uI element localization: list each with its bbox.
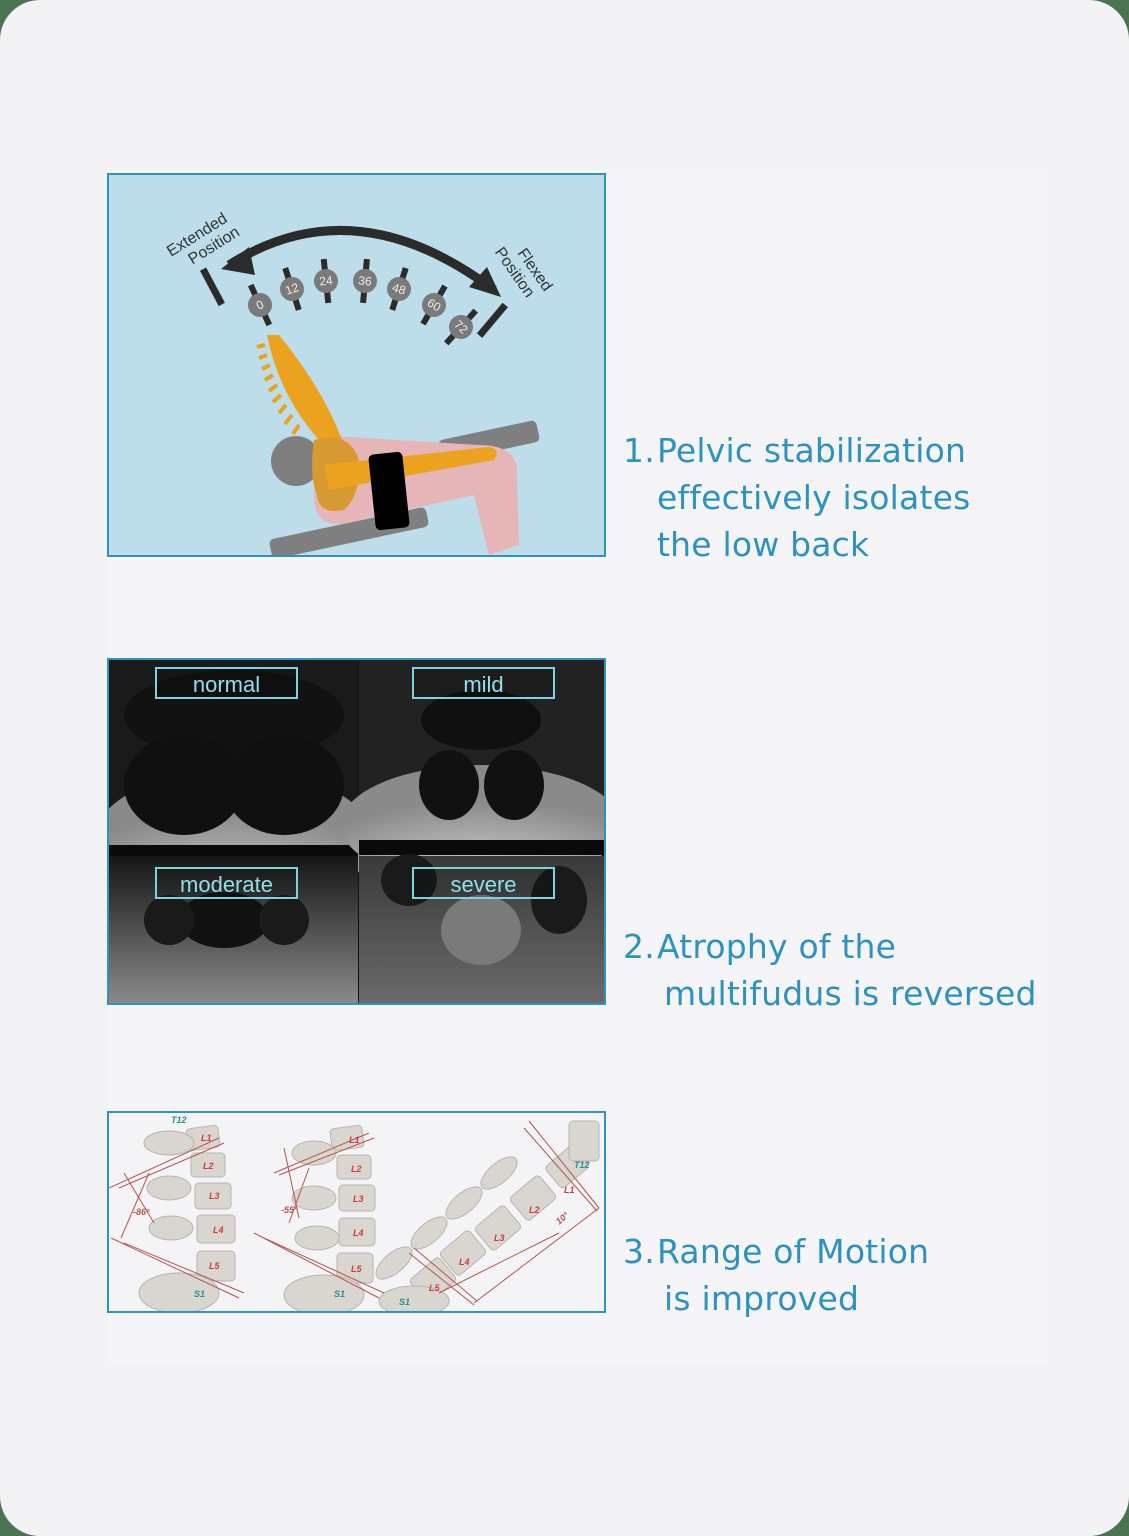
svg-text:L2: L2 xyxy=(203,1161,214,1171)
caption-2: 2.Atrophy of the multifudus is reversed xyxy=(623,923,1037,1017)
svg-text:S1: S1 xyxy=(334,1289,345,1299)
mri-label-mild: mild xyxy=(412,667,555,699)
svg-text:L2: L2 xyxy=(351,1164,362,1174)
svg-text:L1: L1 xyxy=(201,1133,212,1143)
svg-text:L1: L1 xyxy=(349,1135,360,1145)
svg-text:L4: L4 xyxy=(213,1225,224,1235)
caption-number: 2. xyxy=(623,927,655,966)
svg-text:T12: T12 xyxy=(574,1160,590,1170)
angle-label: -86° xyxy=(133,1207,150,1217)
pelvic-strap xyxy=(368,451,410,531)
angle-marker: 60 xyxy=(425,296,444,315)
svg-text:L2: L2 xyxy=(529,1205,540,1215)
arrow-left-head xyxy=(221,247,255,275)
svg-text:S1: S1 xyxy=(399,1297,410,1307)
spine-range-of-motion-figure: -86° -55° 10° T12 L1 L2 L3 L4 L5 S1 L1 L… xyxy=(107,1111,606,1313)
svg-text:L3: L3 xyxy=(494,1233,505,1243)
svg-text:L5: L5 xyxy=(351,1264,362,1274)
svg-text:S1: S1 xyxy=(194,1289,205,1299)
caption-number: 1. xyxy=(623,431,655,470)
mri-label-normal: normal xyxy=(155,667,298,699)
angle-label: -55° xyxy=(281,1205,298,1215)
svg-text:L1: L1 xyxy=(564,1185,575,1195)
svg-text:L5: L5 xyxy=(429,1283,440,1293)
angle-marker: 36 xyxy=(358,273,373,288)
caption-3: 3.Range of Motion is improved xyxy=(623,1228,929,1322)
range-arc xyxy=(226,225,497,294)
angle-label: 10° xyxy=(554,1210,571,1227)
angle-marker: 24 xyxy=(319,273,334,288)
mri-comparison-grid: normal mild moderate severe xyxy=(107,658,606,1005)
svg-text:T12: T12 xyxy=(171,1115,187,1125)
svg-text:L3: L3 xyxy=(353,1194,364,1204)
pelvic-stabilization-diagram: Extended Position Flexed Position 0 12 xyxy=(107,173,606,557)
mri-label-moderate: moderate xyxy=(155,867,298,899)
caption-1: 1.Pelvic stabilization effectively isola… xyxy=(623,427,971,568)
svg-text:L3: L3 xyxy=(209,1191,220,1201)
svg-text:L4: L4 xyxy=(459,1257,470,1267)
caption-number: 3. xyxy=(623,1232,655,1271)
arrow-right-head xyxy=(469,267,501,297)
svg-text:L5: L5 xyxy=(209,1261,220,1271)
mri-label-severe: severe xyxy=(412,867,555,899)
svg-text:L4: L4 xyxy=(353,1228,364,1238)
angle-marker: 48 xyxy=(390,280,407,298)
angle-marker: 12 xyxy=(283,280,300,298)
